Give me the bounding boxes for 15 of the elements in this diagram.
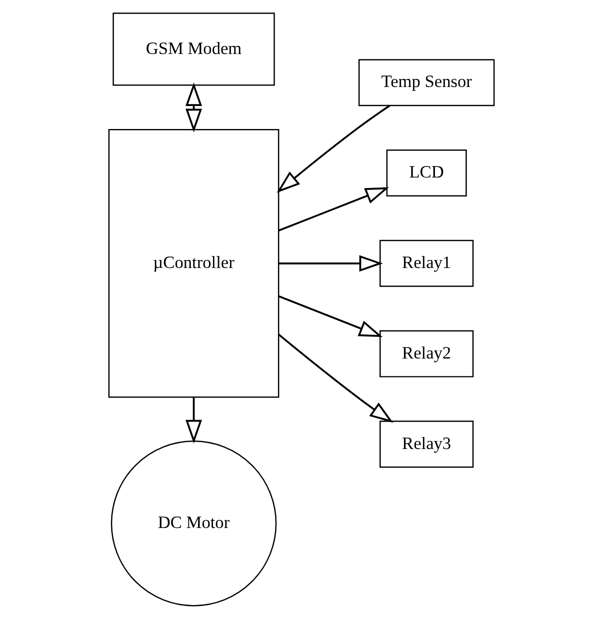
node-box: Relay2: [380, 330, 474, 378]
arrow: [278, 334, 394, 423]
node-box: Relay3: [380, 420, 474, 468]
arrow: [276, 104, 390, 193]
arrow: [186, 82, 202, 132]
node-box: Relay1: [380, 240, 474, 287]
arrow: [278, 187, 389, 232]
node-box: µController: [108, 129, 280, 398]
node-box: Temp Sensor: [358, 59, 495, 106]
arrow: [278, 255, 383, 272]
node-circle: DC Motor: [110, 440, 277, 606]
arrow: [278, 295, 383, 338]
arrow: [186, 397, 202, 444]
node-box: GSM Modem: [112, 12, 275, 86]
node-box: LCD: [386, 149, 467, 197]
